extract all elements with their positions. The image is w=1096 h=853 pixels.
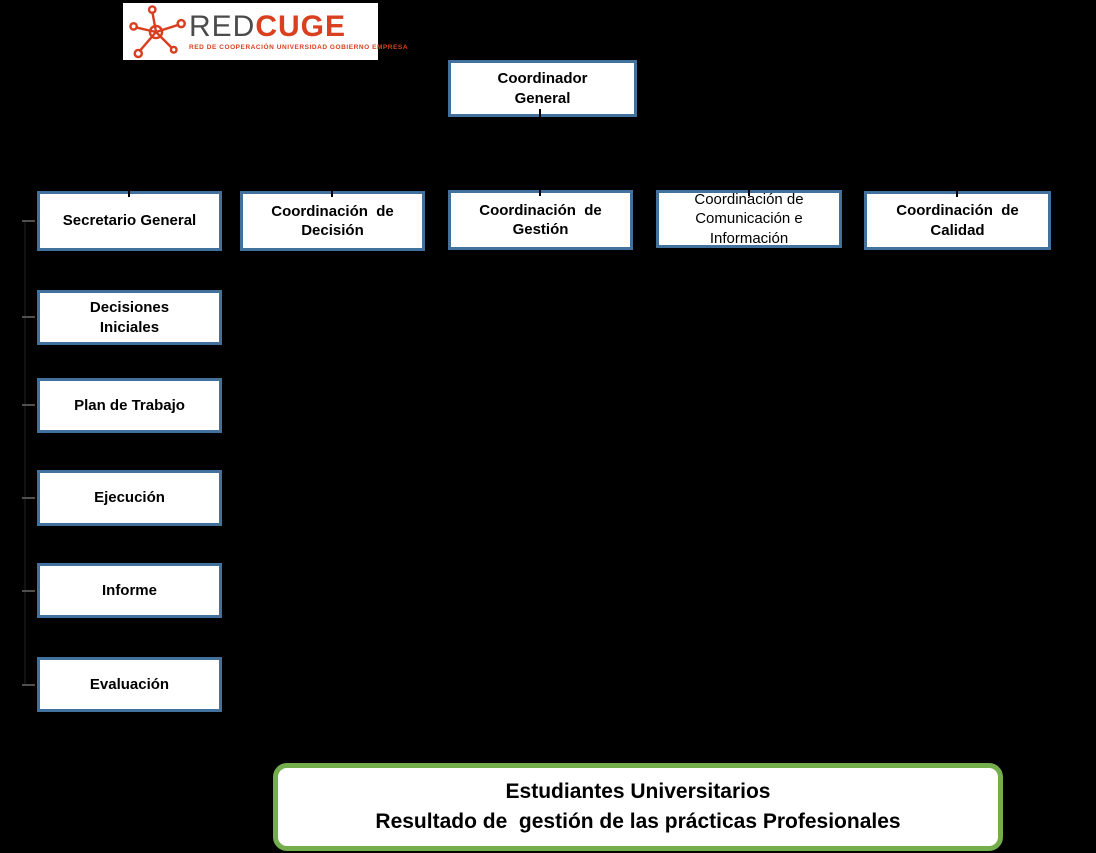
connector-tick	[331, 186, 333, 197]
node-coordinador-general: Coordinador General	[448, 60, 637, 117]
logo-text-block: REDCUGE RED DE COOPERACIÓN UNIVERSIDAD G…	[189, 12, 409, 52]
node-evaluacion: Evaluación	[37, 657, 222, 712]
node-coordinacion-decision: Coordinación de Decisión	[240, 191, 425, 251]
connector-stub	[22, 316, 35, 318]
logo-tagline: RED DE COOPERACIÓN UNIVERSIDAD GOBIERNO …	[189, 44, 409, 51]
logo-word-red: RED	[189, 10, 256, 43]
logo-word-cuge: CUGE	[255, 10, 347, 43]
connector-tick	[748, 185, 750, 196]
connector-trunk-line	[24, 220, 26, 685]
connector-stub	[22, 497, 35, 499]
connector-tick	[128, 186, 130, 197]
node-informe: Informe	[37, 563, 222, 618]
node-decisiones-iniciales: Decisiones Iniciales	[37, 290, 222, 345]
node-plan-de-trabajo: Plan de Trabajo	[37, 378, 222, 433]
connector-stub	[22, 404, 35, 406]
connector-tick	[956, 186, 958, 197]
node-coordinacion-calidad: Coordinación de Calidad	[864, 191, 1051, 250]
node-coordinacion-comunicacion-informacion: Coordinación de Comunicación e Informaci…	[656, 190, 842, 248]
network-nodes-icon	[129, 4, 186, 58]
node-secretario-general: Secretario General	[37, 191, 222, 251]
connector-stub	[22, 684, 35, 686]
outcome-box-estudiantes: Estudiantes Universitarios Resultado de …	[273, 763, 1003, 851]
connector-tick	[539, 185, 541, 196]
connector-stub	[22, 590, 35, 592]
redcuge-logo: REDCUGE RED DE COOPERACIÓN UNIVERSIDAD G…	[123, 3, 408, 60]
logo-wordmark: REDCUGE	[189, 12, 408, 42]
node-coordinacion-gestion: Coordinación de Gestión	[448, 190, 633, 250]
connector-stub	[22, 220, 35, 222]
connector-tick	[539, 109, 541, 120]
node-ejecucion: Ejecución	[37, 470, 222, 526]
